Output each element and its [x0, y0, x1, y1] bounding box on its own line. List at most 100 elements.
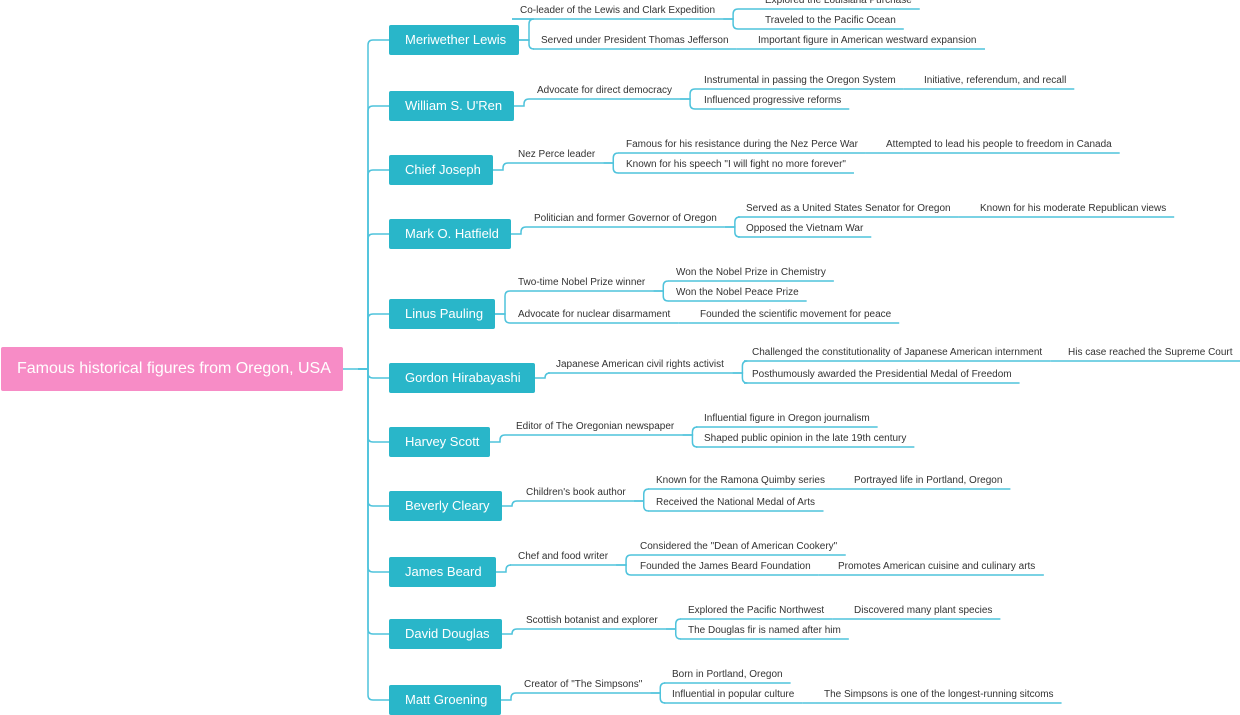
figure-node[interactable]: Beverly Cleary	[389, 491, 502, 521]
subdetail-label[interactable]: Attempted to lead his people to freedom …	[886, 139, 1112, 150]
fact-label[interactable]: Two-time Nobel Prize winner	[518, 277, 646, 288]
connector-line	[680, 88, 696, 100]
connector-line	[358, 233, 389, 370]
connector-line	[496, 564, 512, 573]
detail-label[interactable]: The Douglas fir is named after him	[688, 625, 841, 636]
connector-line	[358, 39, 389, 370]
connector-line	[358, 368, 389, 635]
connector-line	[633, 500, 649, 512]
detail-label[interactable]: Won the Nobel Prize in Chemistry	[676, 267, 826, 278]
figure-node[interactable]: Gordon Hirabayashi	[389, 363, 535, 393]
subdetail-label[interactable]: Portrayed life in Portland, Oregon	[854, 475, 1003, 486]
connector-line	[724, 226, 740, 238]
subdetail-label[interactable]: His case reached the Supreme Court	[1068, 347, 1233, 358]
figure-node[interactable]: Matt Groening	[389, 685, 501, 715]
connector-line	[665, 628, 681, 640]
connector-line	[535, 372, 551, 379]
fact-label[interactable]: Editor of The Oregonian newspaper	[516, 421, 675, 432]
fact-label[interactable]: Children's book author	[526, 487, 626, 498]
figure-node[interactable]: James Beard	[389, 557, 496, 587]
detail-label[interactable]: Opposed the Vietnam War	[746, 223, 864, 234]
connector-line	[514, 98, 530, 107]
connector-line	[650, 692, 666, 704]
connector-line	[724, 216, 740, 228]
connector-line	[616, 564, 632, 576]
detail-label[interactable]: Influential figure in Oregon journalism	[704, 413, 870, 424]
subdetail-label[interactable]: Discovered many plant species	[854, 605, 993, 616]
connector-line	[682, 426, 698, 436]
fact-label[interactable]: Co-leader of the Lewis and Clark Expedit…	[520, 5, 716, 16]
connector-line	[723, 18, 757, 30]
detail-label[interactable]: Posthumously awarded the Presidential Me…	[752, 369, 1012, 380]
fact-label[interactable]: Scottish botanist and explorer	[526, 615, 658, 626]
connector-line	[723, 8, 757, 20]
connector-line	[519, 39, 535, 50]
detail-label[interactable]: Explored the Louisiana Purchase	[765, 0, 912, 6]
fact-label[interactable]: Chef and food writer	[518, 551, 609, 562]
figure-node[interactable]: Mark O. Hatfield	[389, 219, 511, 249]
connector-line	[358, 368, 389, 701]
subdetail-label[interactable]: Initiative, referendum, and recall	[924, 75, 1067, 86]
connector-line	[493, 162, 510, 171]
connector-line	[358, 169, 389, 370]
connector-line	[616, 554, 632, 566]
fact-label[interactable]: Politician and former Governor of Oregon	[534, 213, 717, 224]
connector-line	[653, 290, 669, 302]
connector-line	[650, 682, 666, 694]
detail-label[interactable]: Influenced progressive reforms	[704, 95, 842, 106]
detail-label[interactable]: Traveled to the Pacific Ocean	[765, 15, 896, 26]
connector-line	[358, 105, 389, 370]
figure-node[interactable]: Harvey Scott	[389, 427, 490, 457]
connector-line	[495, 313, 511, 324]
figure-node[interactable]: Linus Pauling	[389, 299, 495, 329]
detail-label[interactable]: Founded the James Beard Foundation	[640, 561, 811, 572]
detail-label[interactable]: Won the Nobel Peace Prize	[676, 287, 799, 298]
connector-line	[502, 628, 518, 635]
connector-line	[511, 226, 527, 235]
detail-label[interactable]: Known for his speech "I will fight no mo…	[626, 159, 846, 170]
fact-label[interactable]: Advocate for nuclear disarmament	[518, 309, 671, 320]
detail-label[interactable]: Important figure in American westward ex…	[758, 35, 977, 46]
connector-line	[680, 98, 696, 110]
connector-line	[358, 368, 389, 379]
detail-label[interactable]: Served as a United States Senator for Or…	[746, 203, 951, 214]
figure-node[interactable]: Meriwether Lewis	[389, 25, 519, 55]
detail-label[interactable]: Received the National Medal of Arts	[656, 497, 815, 508]
subdetail-label[interactable]: Promotes American cuisine and culinary a…	[838, 561, 1036, 572]
detail-label[interactable]: Born in Portland, Oregon	[672, 669, 783, 680]
connector-line	[358, 313, 389, 370]
connector-line	[732, 360, 748, 374]
detail-label[interactable]: Known for the Ramona Quimby series	[656, 475, 825, 486]
connector-line	[603, 152, 619, 164]
detail-label[interactable]: Instrumental in passing the Oregon Syste…	[704, 75, 896, 86]
connector-line	[358, 368, 389, 443]
connector-line	[495, 290, 511, 315]
connector-line	[358, 368, 389, 573]
fact-label[interactable]: Japanese American civil rights activist	[556, 359, 724, 370]
detail-label[interactable]: Founded the scientific movement for peac…	[700, 309, 892, 320]
figure-node[interactable]: Chief Joseph	[389, 155, 493, 185]
fact-label[interactable]: Nez Perce leader	[518, 149, 596, 160]
detail-label[interactable]: Challenged the constitutionality of Japa…	[752, 347, 1043, 358]
figure-node[interactable]: William S. U'Ren	[389, 91, 514, 121]
fact-label[interactable]: Creator of "The Simpsons"	[524, 679, 643, 690]
subdetail-label[interactable]: The Simpsons is one of the longest-runni…	[824, 689, 1054, 700]
detail-label[interactable]: Influential in popular culture	[672, 689, 795, 700]
connector-line	[358, 368, 389, 507]
fact-label[interactable]: Advocate for direct democracy	[537, 85, 673, 96]
connector-line	[603, 162, 619, 174]
connector-line	[653, 280, 669, 292]
detail-label[interactable]: Shaped public opinion in the late 19th c…	[704, 433, 907, 444]
subdetail-label[interactable]: Known for his moderate Republican views	[980, 203, 1167, 214]
detail-label[interactable]: Famous for his resistance during the Nez…	[626, 139, 858, 150]
fact-label[interactable]: Served under President Thomas Jefferson	[541, 35, 729, 46]
connector-line	[732, 372, 748, 384]
connector-line	[501, 692, 517, 701]
figure-node[interactable]: David Douglas	[389, 619, 502, 649]
connector-line	[490, 434, 508, 443]
detail-label[interactable]: Explored the Pacific Northwest	[688, 605, 825, 616]
connector-line	[633, 488, 649, 502]
root-topic[interactable]: Famous historical figures from Oregon, U…	[1, 347, 343, 391]
detail-label[interactable]: Considered the "Dean of American Cookery…	[640, 541, 838, 552]
